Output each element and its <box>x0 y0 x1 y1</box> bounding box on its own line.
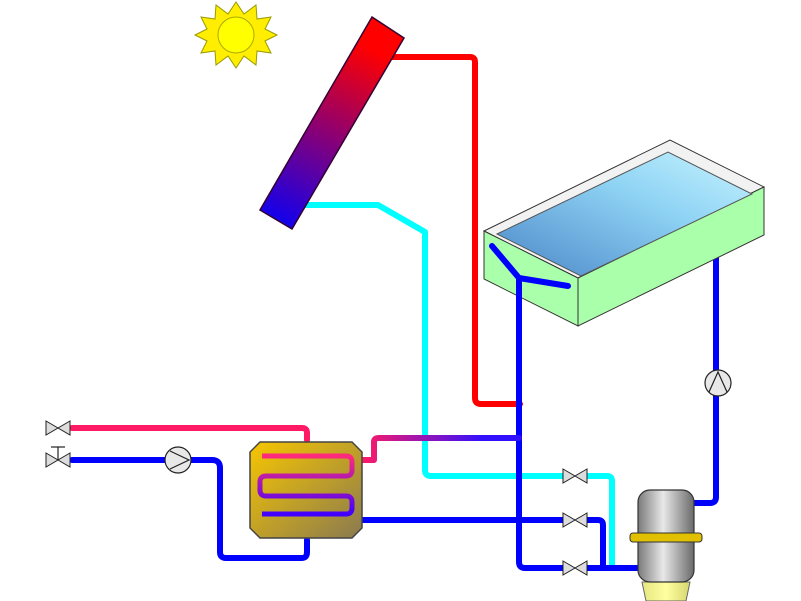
collector-return-pipe <box>302 202 568 479</box>
collector-hot-pipe <box>382 54 523 407</box>
solar-collector <box>258 15 406 231</box>
domestic-pump-icon <box>164 446 192 474</box>
heat-exchanger <box>249 441 363 539</box>
sun-icon <box>193 1 279 69</box>
exchanger-secondary-pipe <box>359 435 487 463</box>
valve-to-filter-pipe <box>582 517 640 571</box>
pipe-network <box>69 54 719 571</box>
inlet-valve-icon <box>45 446 71 468</box>
bypass-valve-icon <box>562 512 588 528</box>
return-valve-icon <box>562 468 588 484</box>
domestic-hot-pipe <box>69 425 310 443</box>
pool-main-pipe <box>516 275 568 571</box>
outlet-valve-icon <box>45 420 71 436</box>
drain-valve-icon <box>562 560 588 576</box>
pool-filter <box>629 489 703 601</box>
pool-return-pipe <box>691 253 719 506</box>
swimming-pool <box>482 139 766 327</box>
pool-pump-icon <box>704 369 732 397</box>
domestic-cold-pipe <box>69 457 310 561</box>
